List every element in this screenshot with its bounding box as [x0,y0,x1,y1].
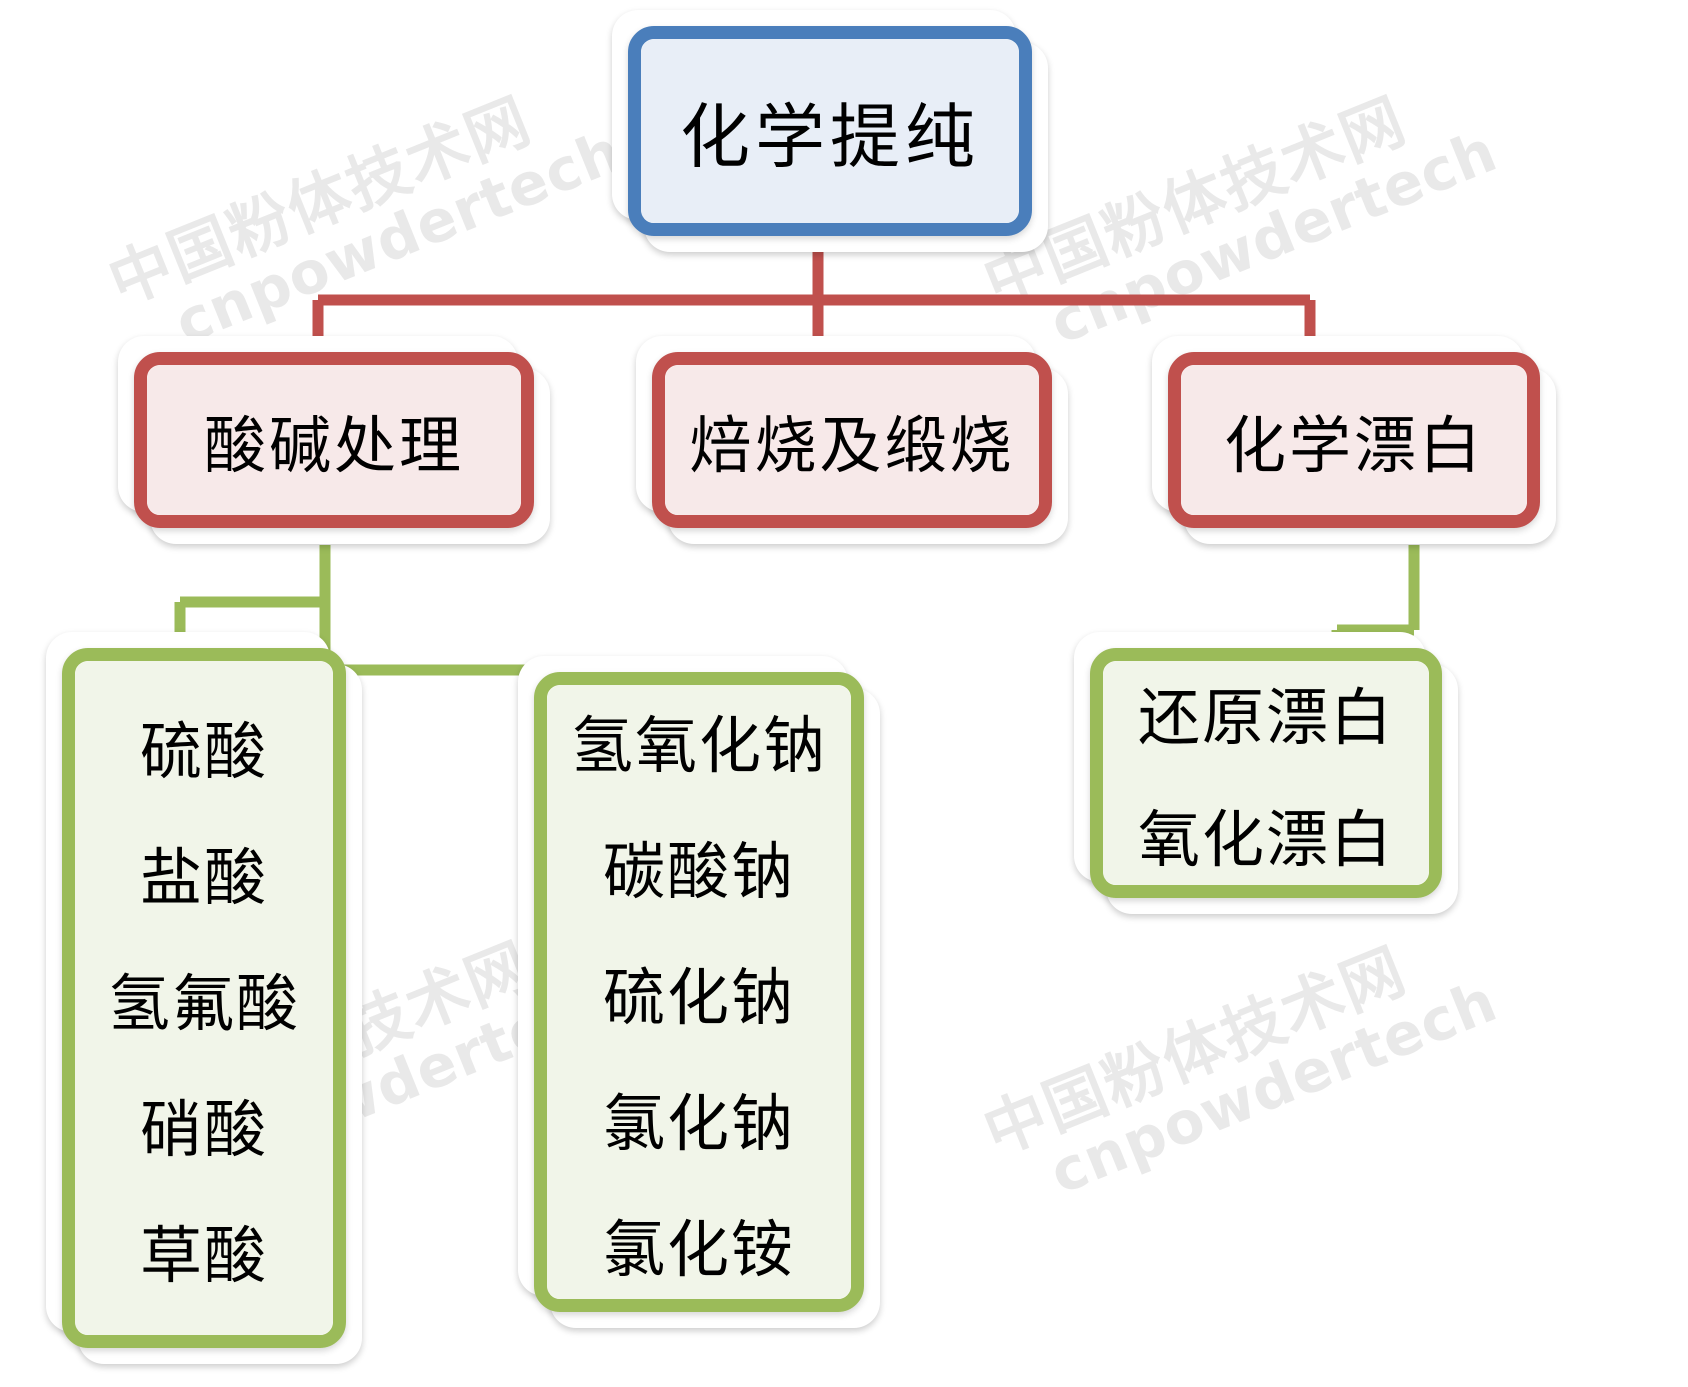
list-item: 氢氟酸 [107,967,300,1040]
card-frame: 化学提纯 [628,26,1032,236]
node-chemical-bleaching[interactable]: 化学漂白 [1152,336,1556,544]
card-body: 化学漂白 [1181,365,1527,515]
node-bleaching-method-list[interactable]: 还原漂白 氧化漂白 [1074,632,1458,914]
node-label: 化学漂白 [1223,409,1484,482]
node-acid-list[interactable]: 硫酸 盐酸 氢氟酸 硝酸 草酸 [46,632,362,1364]
card-frame: 氢氧化钠 碳酸钠 硫化钠 氯化钠 氯化铵 [534,672,864,1312]
list-item: 氯化铵 [602,1213,795,1286]
node-root-chemical-purification[interactable]: 化学提纯 [612,10,1048,252]
list-item: 氯化钠 [602,1087,795,1160]
list-item: 氧化漂白 [1137,803,1394,876]
list-item: 盐酸 [139,841,268,914]
list-item: 还原漂白 [1137,681,1394,754]
card-body: 酸碱处理 [147,365,521,515]
list-item: 碳酸钠 [602,835,795,908]
card-body: 还原漂白 氧化漂白 [1103,661,1429,885]
node-base-list[interactable]: 氢氧化钠 碳酸钠 硫化钠 氯化钠 氯化铵 [518,656,880,1328]
card-body: 焙烧及缎烧 [665,365,1039,515]
list-item: 硫化钠 [602,961,795,1034]
card-frame: 酸碱处理 [134,352,534,528]
list-item: 硝酸 [139,1093,268,1166]
list-item: 氢氧化钠 [570,709,827,782]
card-frame: 还原漂白 氧化漂白 [1090,648,1442,898]
card-body: 化学提纯 [641,39,1019,223]
card-body: 硫酸 盐酸 氢氟酸 硝酸 草酸 [75,661,333,1335]
card-frame: 化学漂白 [1168,352,1540,528]
node-acid-base-treatment[interactable]: 酸碱处理 [118,336,550,544]
card-body: 氢氧化钠 碳酸钠 硫化钠 氯化钠 氯化铵 [547,685,851,1299]
node-label: 酸碱处理 [203,409,464,482]
card-frame: 焙烧及缎烧 [652,352,1052,528]
card-frame: 硫酸 盐酸 氢氟酸 硝酸 草酸 [62,648,346,1348]
node-label: 焙烧及缎烧 [689,409,1015,482]
node-label: 化学提纯 [680,95,980,178]
list-item: 硫酸 [139,715,268,788]
node-roasting-calcination[interactable]: 焙烧及缎烧 [636,336,1068,544]
list-item: 草酸 [139,1219,268,1292]
